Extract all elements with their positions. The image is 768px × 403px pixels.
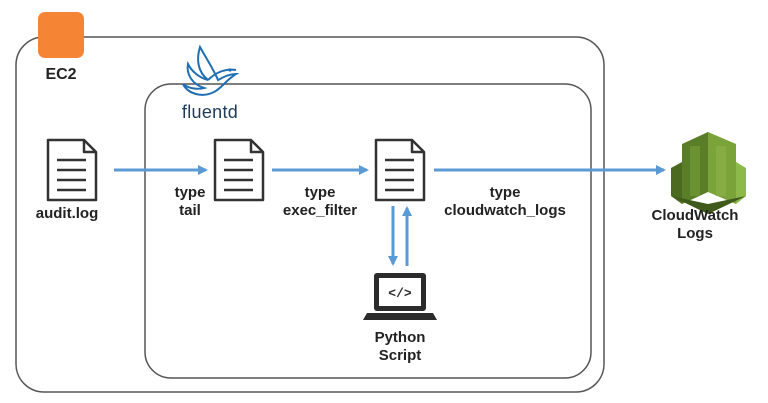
edge-label-cloudwatch-line2: cloudwatch_logs: [444, 202, 566, 219]
audit-log-document-icon: [46, 138, 98, 202]
laptop-code-icon: </>: [363, 273, 437, 320]
cloudwatch-logs-label: CloudWatch Logs: [640, 207, 750, 243]
edge-label-exec-filter-line2: exec_filter: [282, 202, 358, 219]
tail-document-icon: [213, 138, 265, 202]
cloudwatch-logs-icon: [671, 132, 746, 214]
edge-label-tail-line1: type: [174, 184, 206, 201]
ec2-container: [15, 36, 605, 393]
fluentd-logo-icon: [182, 44, 240, 96]
edge-label-cloudwatch: type cloudwatch_logs: [430, 184, 580, 220]
cloudwatch-logs-label-line2: Logs: [677, 225, 713, 242]
edge-label-tail: type tail: [160, 184, 220, 220]
svg-text:</>: </>: [388, 286, 412, 301]
ec2-label: EC2: [45, 66, 77, 83]
fluentd-container: [144, 83, 592, 379]
edge-label-exec-filter: type exec_filter: [270, 184, 370, 220]
cloudwatch-logs-label-line1: CloudWatch: [651, 207, 739, 224]
exec-filter-document-icon: [374, 138, 426, 202]
python-script-label-line2: Script: [378, 347, 422, 364]
ec2-icon: [38, 12, 84, 58]
edge-label-exec-filter-line1: type: [304, 184, 336, 201]
edge-label-cloudwatch-line1: type: [489, 184, 521, 201]
python-script-label: Python Script: [360, 329, 440, 365]
edge-label-tail-line2: tail: [179, 202, 201, 219]
fluentd-label: fluentd: [181, 102, 239, 122]
python-script-label-line1: Python: [374, 329, 426, 346]
audit-log-label: audit.log: [35, 205, 99, 222]
